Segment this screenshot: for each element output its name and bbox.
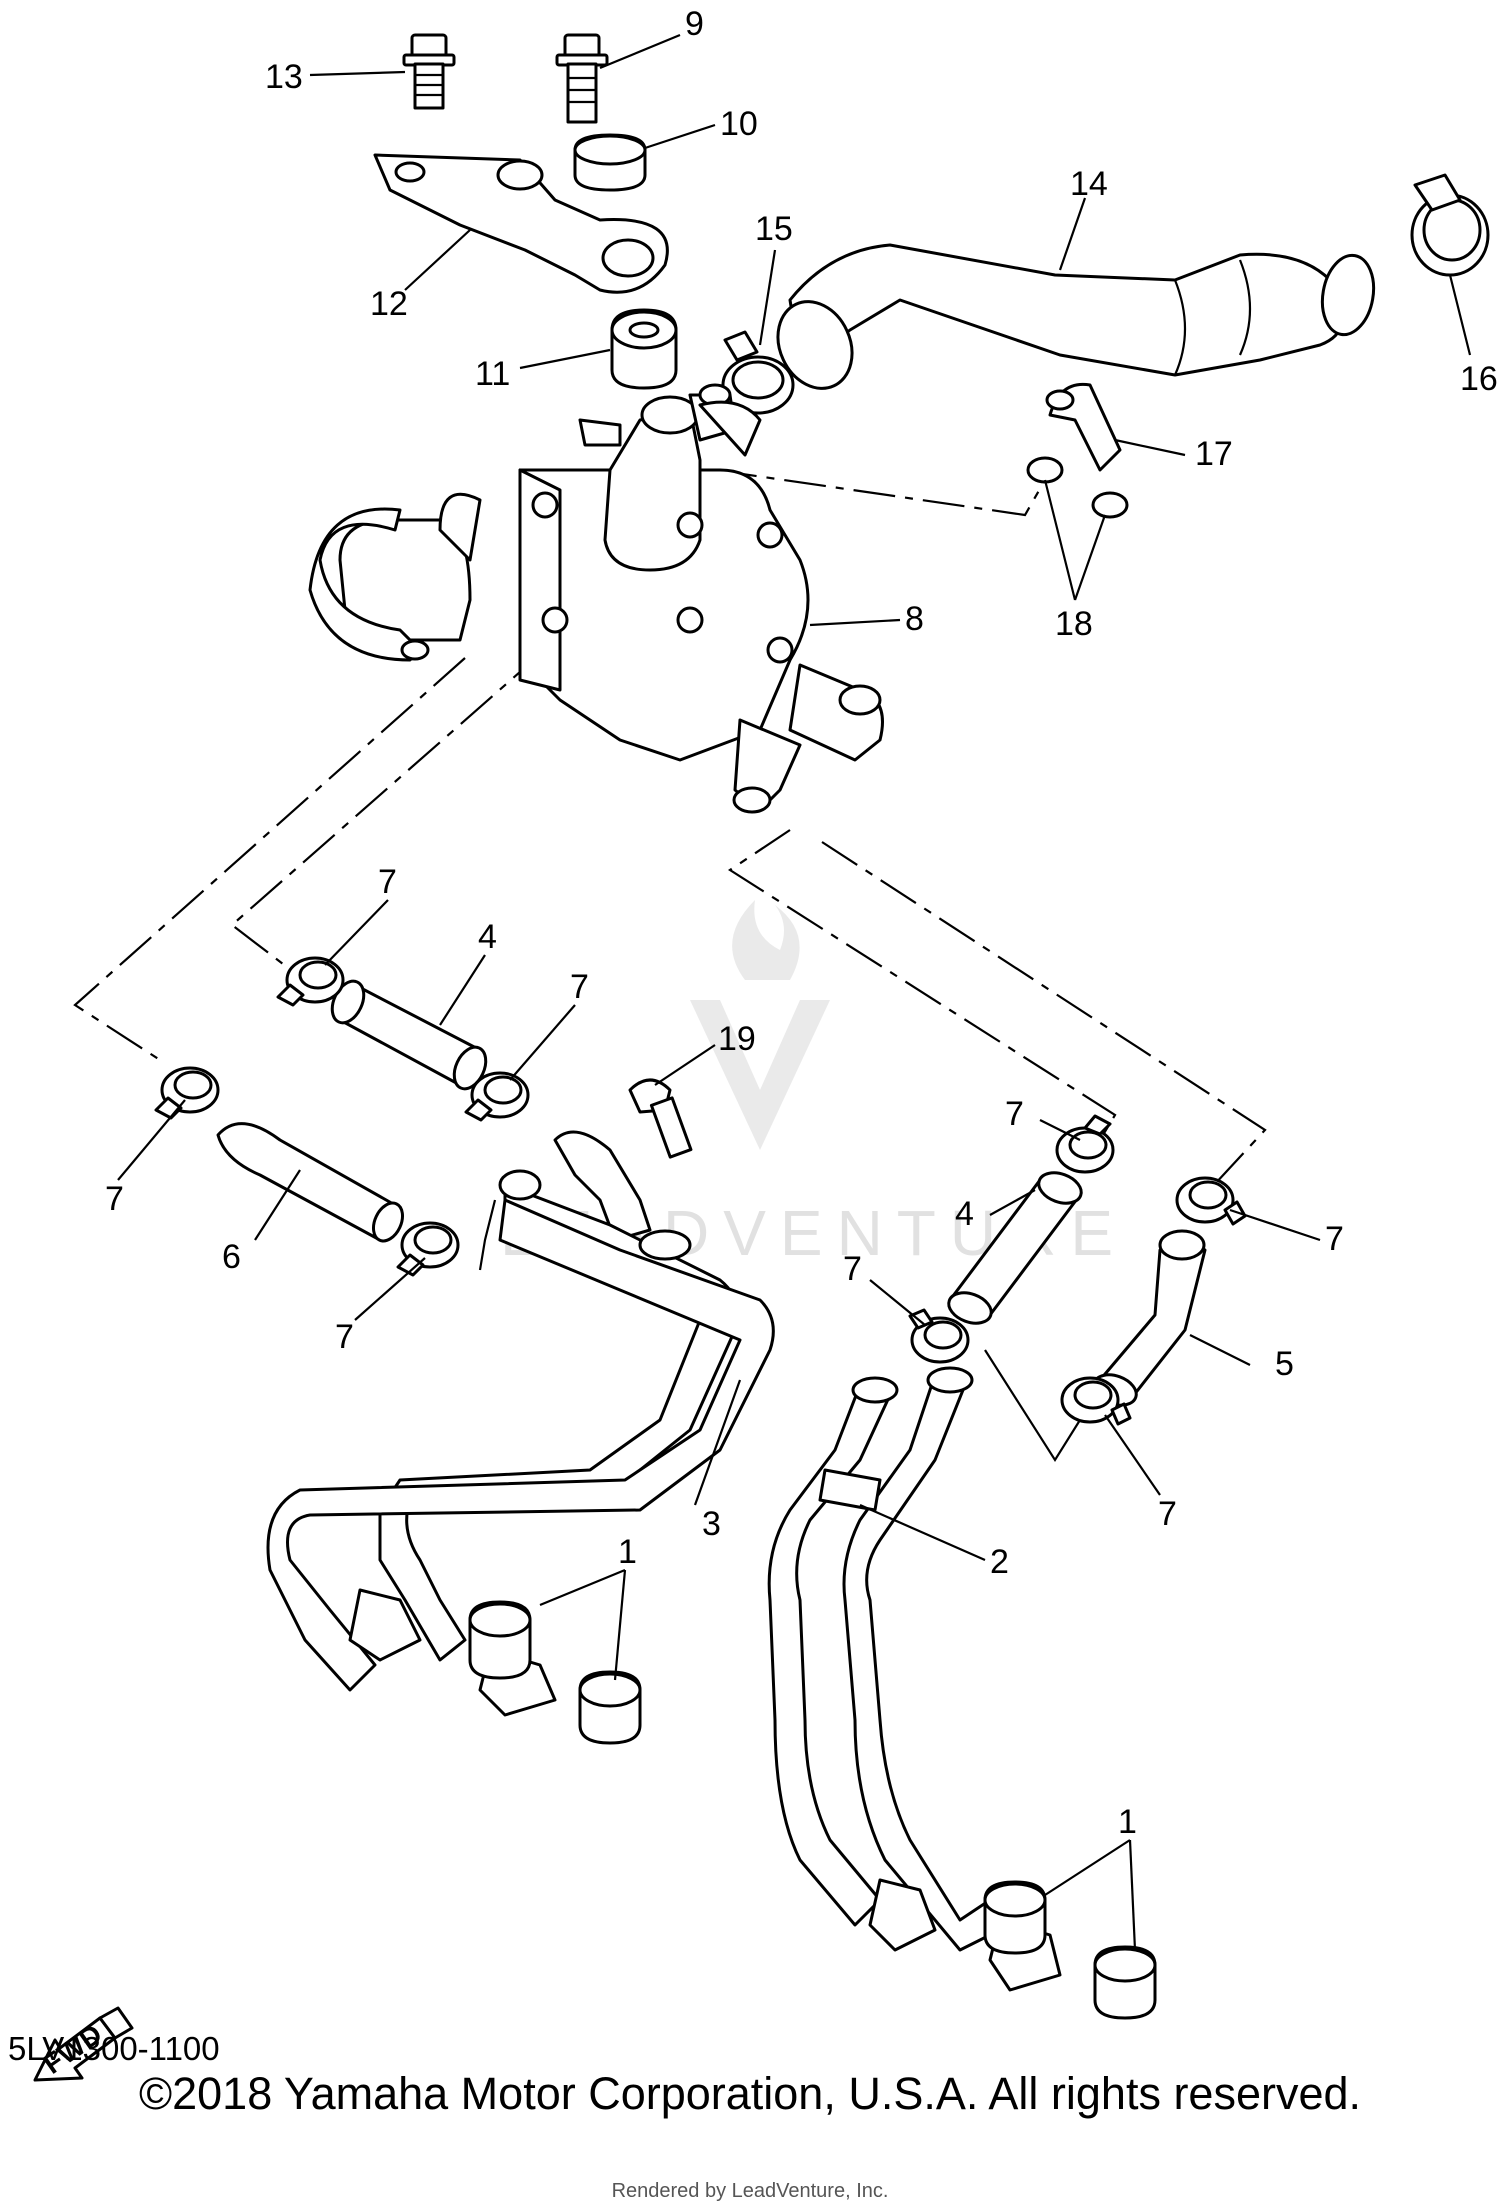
callout-15: 15 bbox=[755, 210, 793, 248]
hose-6[interactable] bbox=[216, 1122, 408, 1246]
collar-10[interactable] bbox=[573, 133, 647, 192]
cap-1-left-a[interactable] bbox=[468, 1600, 532, 1680]
callout-7g: 7 bbox=[843, 1250, 862, 1288]
hose-clamp-7c[interactable] bbox=[154, 1066, 220, 1120]
hose-clamps-18[interactable] bbox=[1026, 456, 1129, 519]
hose-clamp-7h[interactable] bbox=[1060, 1376, 1132, 1426]
callout-4b: 4 bbox=[955, 1195, 974, 1233]
callout-2: 2 bbox=[990, 1543, 1009, 1581]
callout-4a: 4 bbox=[478, 918, 497, 956]
callout-3: 3 bbox=[702, 1505, 721, 1543]
callout-13: 13 bbox=[265, 58, 303, 96]
renderer-credit: Rendered by LeadVenture, Inc. bbox=[611, 2180, 889, 2202]
callout-5: 5 bbox=[1275, 1345, 1294, 1383]
small-hose-17[interactable] bbox=[1045, 382, 1122, 472]
callout-labels: 13 9 10 12 11 14 15 16 17 18 8 7 4 7 19 … bbox=[105, 5, 1498, 1841]
cap-1-right-a[interactable] bbox=[983, 1880, 1047, 1955]
bracket-12[interactable] bbox=[373, 153, 669, 294]
grommet-11[interactable] bbox=[610, 308, 678, 390]
hose-clamp-7d[interactable] bbox=[396, 1221, 460, 1277]
hose-clamp-7g[interactable] bbox=[908, 1308, 970, 1364]
copyright-notice: ©2018 Yamaha Motor Corporation, U.S.A. A… bbox=[138, 2068, 1362, 2119]
callout-7a: 7 bbox=[378, 863, 397, 901]
air-hose-14[interactable] bbox=[764, 243, 1379, 401]
cap-1-left-b[interactable] bbox=[578, 1670, 642, 1745]
bolt-9[interactable] bbox=[555, 33, 609, 124]
hose-clamp-7f[interactable] bbox=[1175, 1176, 1247, 1226]
bolt-19[interactable] bbox=[628, 1078, 693, 1159]
hose-clamp-16[interactable] bbox=[1410, 173, 1490, 277]
bolt-13[interactable] bbox=[402, 33, 456, 110]
hose-4-left[interactable] bbox=[326, 976, 492, 1094]
callout-7d: 7 bbox=[335, 1318, 354, 1356]
callout-17: 17 bbox=[1195, 435, 1233, 473]
callout-14: 14 bbox=[1070, 165, 1108, 203]
callout-11: 11 bbox=[475, 355, 510, 393]
callout-1a: 1 bbox=[618, 1533, 637, 1571]
cap-1-right-b[interactable] bbox=[1093, 1945, 1157, 2020]
hose-clamp-7e[interactable] bbox=[1055, 1114, 1115, 1174]
callout-1b: 1 bbox=[1118, 1803, 1137, 1841]
callout-19: 19 bbox=[718, 1020, 756, 1058]
callout-9: 9 bbox=[685, 5, 704, 43]
callout-10: 10 bbox=[720, 105, 758, 143]
hose-clamp-7b[interactable] bbox=[464, 1071, 530, 1122]
callout-8: 8 bbox=[905, 600, 924, 638]
assembly-guide-lines bbox=[73, 468, 1267, 1463]
leader-lines bbox=[117, 33, 1472, 1951]
hose-4-right[interactable] bbox=[945, 1167, 1086, 1328]
callout-12: 12 bbox=[370, 285, 408, 323]
callout-7h: 7 bbox=[1158, 1495, 1177, 1533]
diagram-code: 5LV1300-1100 bbox=[8, 2030, 220, 2067]
air-pipe-3[interactable] bbox=[266, 1130, 775, 1717]
air-induction-valve-8[interactable] bbox=[308, 383, 884, 814]
callout-7b: 7 bbox=[570, 968, 589, 1006]
callout-18: 18 bbox=[1055, 605, 1093, 643]
hose-clamp-7a[interactable] bbox=[276, 956, 345, 1007]
callout-6: 6 bbox=[222, 1238, 241, 1276]
callout-7c: 7 bbox=[105, 1180, 124, 1218]
callout-7e: 7 bbox=[1005, 1095, 1024, 1133]
callout-7f: 7 bbox=[1325, 1220, 1344, 1258]
callout-16: 16 bbox=[1460, 360, 1498, 398]
